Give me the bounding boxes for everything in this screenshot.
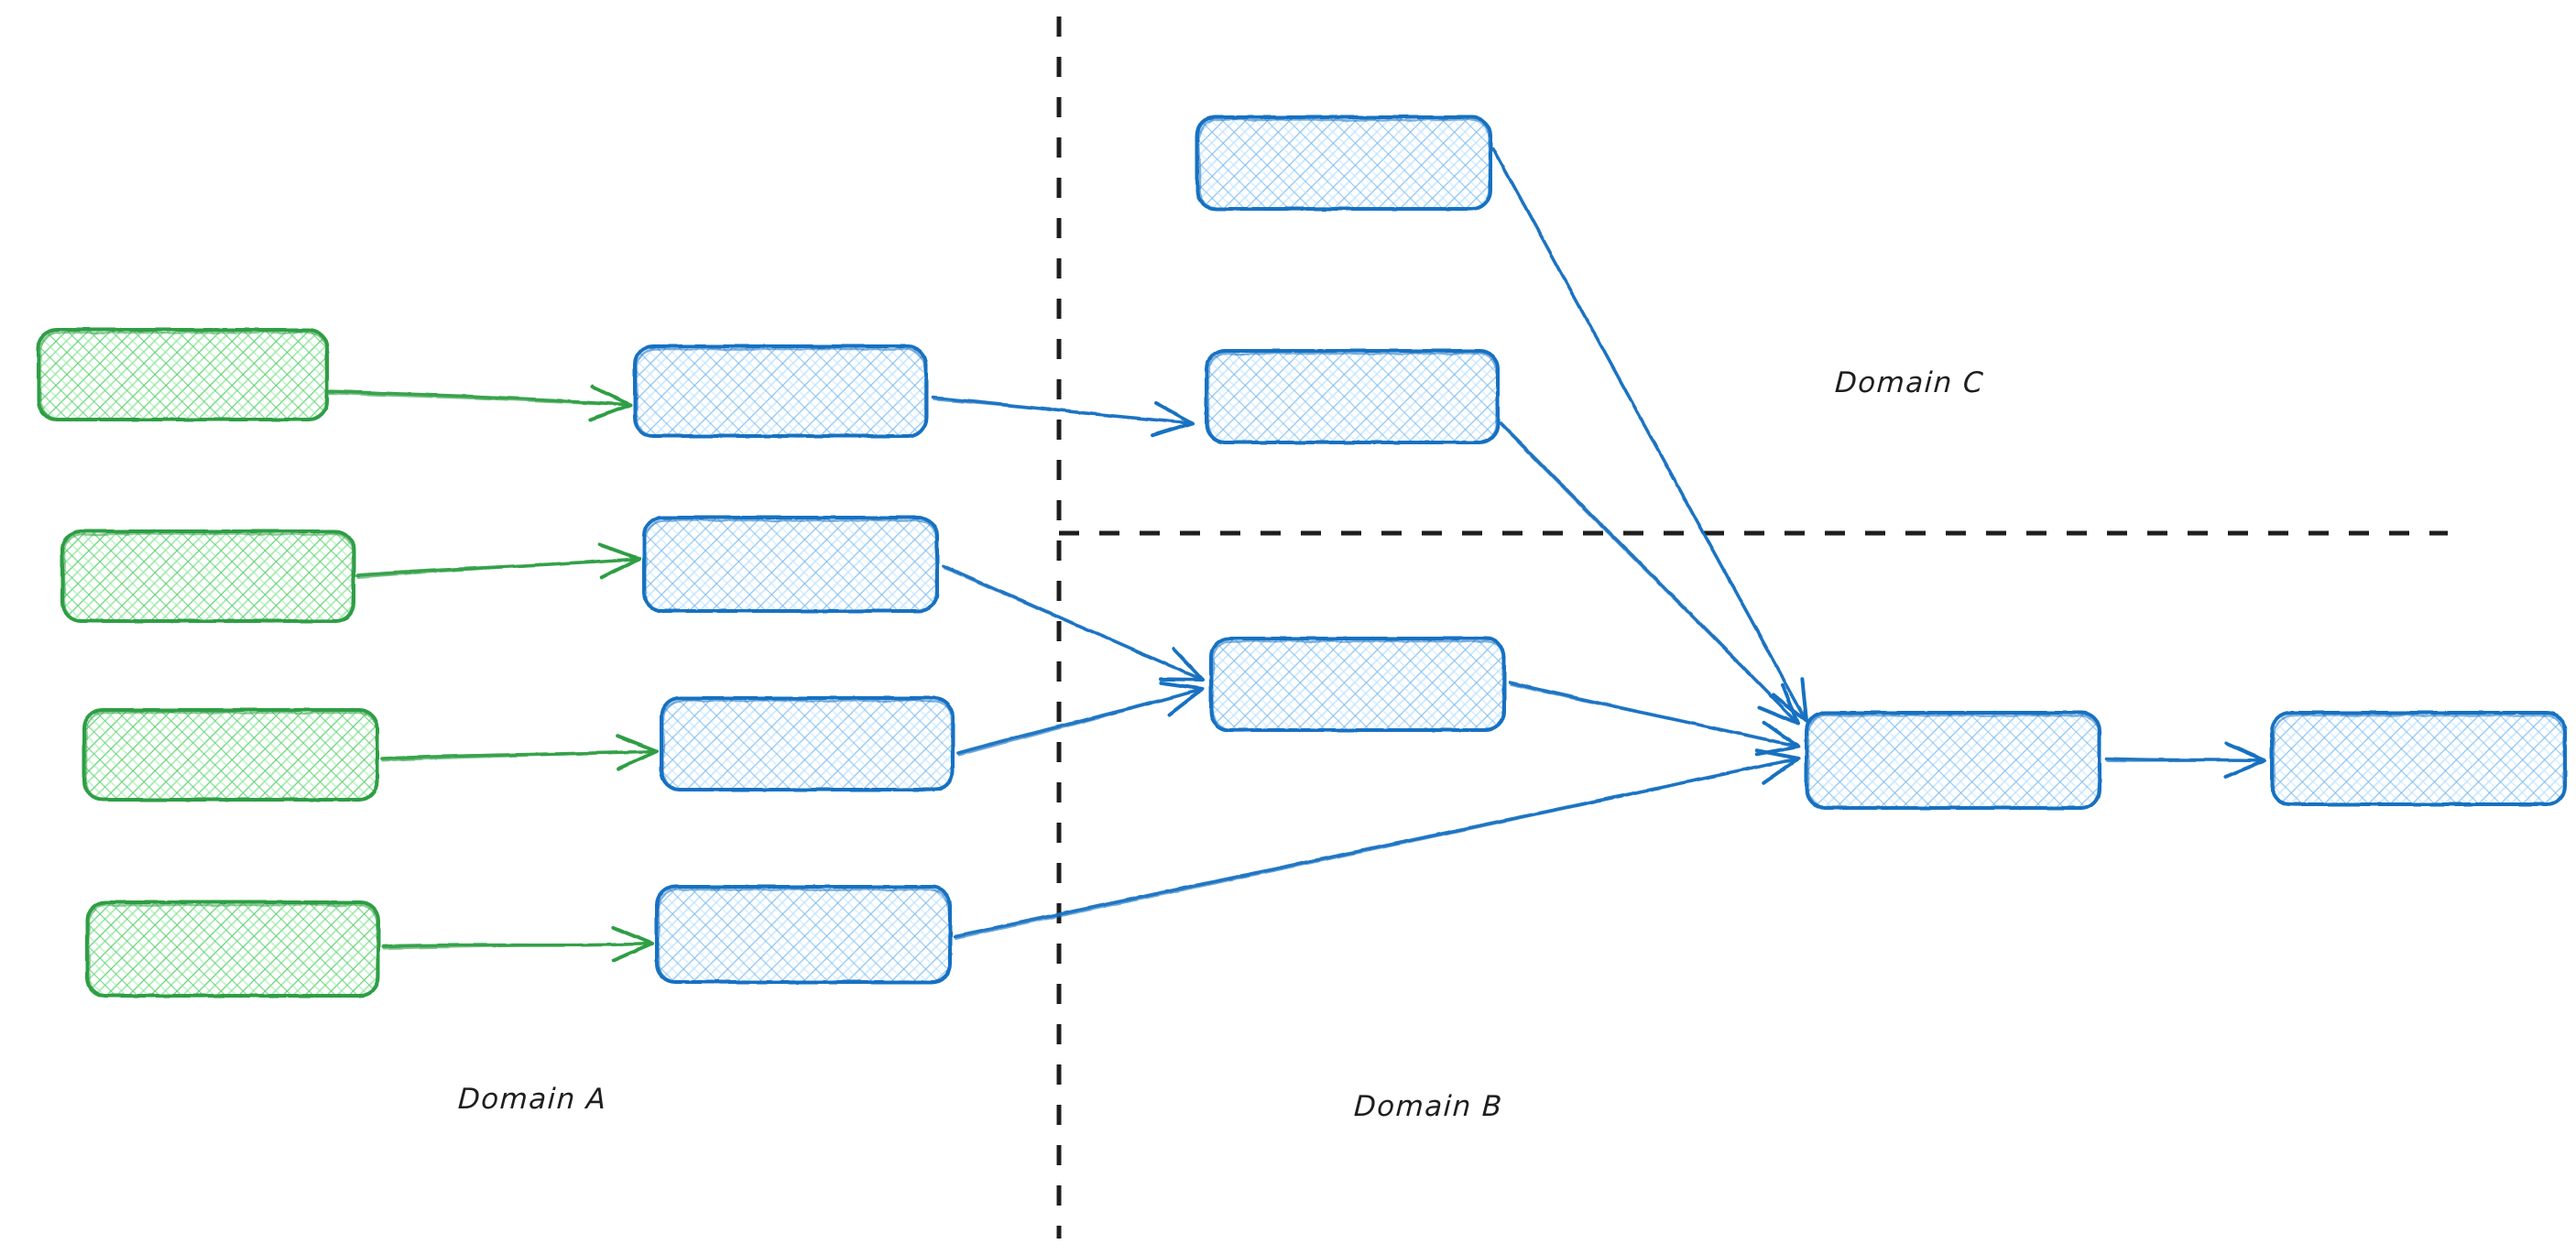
label-domain-b: Domain B: [1353, 1090, 1504, 1123]
node-b3[interactable]: [660, 696, 955, 791]
edge-e-c2-d1: [1499, 421, 1800, 726]
edge-e-c1-d1: [1491, 147, 1808, 723]
edge-e-c3-d1: [1508, 681, 1800, 757]
node-c2[interactable]: [1205, 349, 1500, 444]
node-b2[interactable]: [642, 516, 939, 613]
node-c1[interactable]: [1195, 115, 1492, 211]
edge-e-a2-b2: [355, 542, 641, 580]
edge-e-b1-c2: [931, 396, 1195, 438]
edge-e-a4-b4: [381, 925, 654, 963]
node-b1[interactable]: [633, 344, 928, 438]
node-b4[interactable]: [655, 885, 952, 984]
label-domain-c: Domain C: [1834, 366, 1985, 399]
node-layer: [37, 115, 2567, 998]
edge-e-b2-c3: [942, 564, 1205, 682]
node-a3[interactable]: [82, 708, 379, 802]
divider-layer: [1056, 16, 2448, 1239]
edge-e-a1-b1: [326, 385, 632, 421]
node-c3[interactable]: [1209, 637, 1506, 732]
edge-e-d1-d2: [2105, 741, 2266, 779]
node-a2[interactable]: [60, 529, 355, 623]
label-domain-a: Domain A: [457, 1083, 608, 1116]
edge-layer: [326, 147, 2266, 963]
node-d1[interactable]: [1805, 711, 2101, 810]
node-d2[interactable]: [2270, 711, 2567, 806]
edge-e-a3-b3: [380, 734, 659, 771]
node-a1[interactable]: [37, 328, 329, 421]
edge-e-b4-d1: [953, 748, 1800, 940]
node-a4[interactable]: [85, 900, 380, 998]
edge-e-b3-c3: [956, 681, 1205, 757]
